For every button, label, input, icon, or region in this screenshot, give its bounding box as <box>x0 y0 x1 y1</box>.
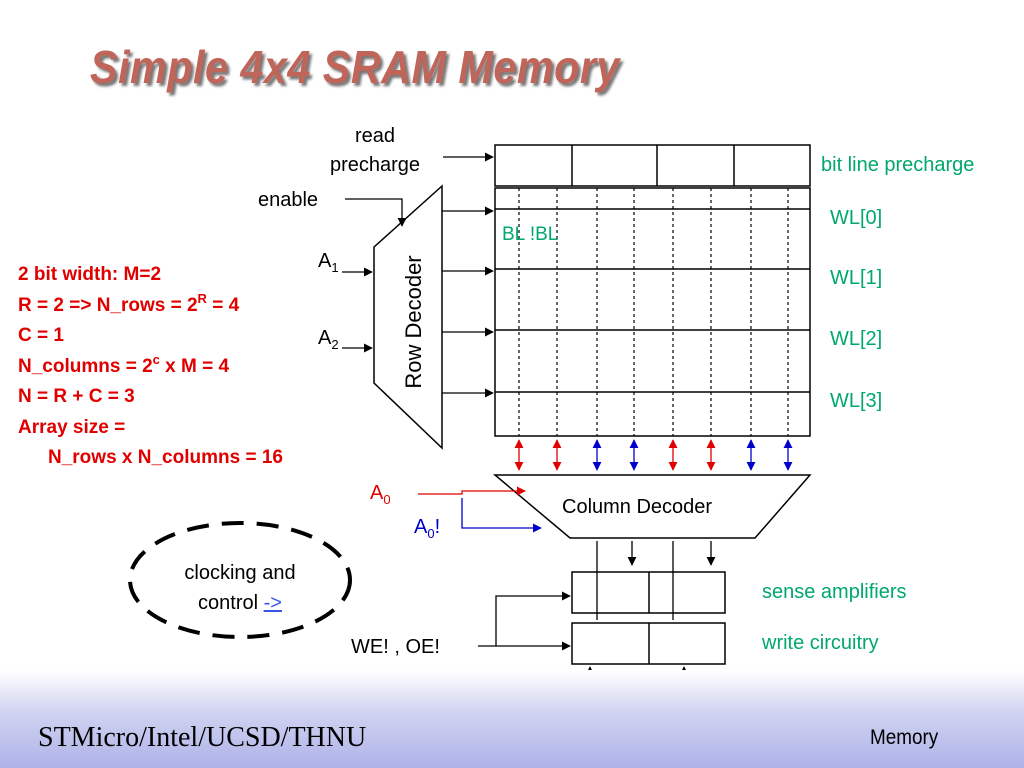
wl2-label: WL[2] <box>830 328 883 350</box>
clocking-text: control <box>198 592 264 614</box>
a0n-subscript: 0 <box>427 526 435 541</box>
clocking-control-link[interactable]: -> <box>263 592 282 614</box>
wl1-label: WL[1] <box>830 267 883 289</box>
a2-label: A2 <box>318 327 339 351</box>
row-decoder-box <box>373 184 443 450</box>
write-circuitry-block <box>571 622 726 665</box>
a0-subscript: 0 <box>383 492 391 507</box>
param-line-3: C = 1 <box>18 325 64 346</box>
param-line-7: N_rows x N_columns = 16 <box>48 447 283 468</box>
we-oe-arrows <box>478 591 571 651</box>
param-line-4-post: x M = 4 <box>159 355 230 377</box>
footer-band <box>0 670 1024 768</box>
slide-title: Simple 4x4 SRAM Memory <box>90 41 620 93</box>
enable-arrow <box>345 198 407 227</box>
bitline-arrows <box>514 439 793 471</box>
read-precharge-label: read precharge <box>316 122 434 180</box>
param-line-4-pre: N_columns = 2 <box>18 355 153 377</box>
bit-line-precharge-label: bit line precharge <box>821 154 975 176</box>
param-line-2-pre: R = 2 => N_rows = 2 <box>18 294 198 316</box>
param-line-4-sup: c <box>152 351 160 367</box>
param-line-4: N_columns = 2c x M = 4 <box>18 352 283 383</box>
clocking-line1: clocking and <box>184 562 296 584</box>
param-line-5: N = R + C = 3 <box>18 386 135 407</box>
footer-right-text: Memory <box>870 726 939 749</box>
clocking-line2: control -> <box>160 588 320 618</box>
write-circuitry-label: write circuitry <box>762 632 879 654</box>
we-oe-label: WE! , OE! <box>351 636 440 658</box>
precharge-block <box>494 144 811 187</box>
a1-subscript: 1 <box>331 260 339 275</box>
a1-label: A1 <box>318 250 339 274</box>
parameters-block: 2 bit width: M=2 R = 2 => N_rows = 2R = … <box>18 260 283 474</box>
a0n-arrow <box>461 498 542 533</box>
enable-label: enable <box>258 189 319 211</box>
param-line-2: R = 2 => N_rows = 2R = 4 <box>18 291 283 322</box>
sense-amplifiers-label: sense amplifiers <box>762 581 907 603</box>
a0-text: A <box>370 482 384 504</box>
param-line-2-post: = 4 <box>206 294 240 316</box>
a0n-suffix: ! <box>434 516 441 538</box>
wl0-label: WL[0] <box>830 207 883 229</box>
word-line-arrows <box>442 206 494 398</box>
footer-left-text: STMicro/Intel/UCSD/THNU <box>38 722 367 753</box>
a0n-text: A <box>414 516 428 538</box>
a0n-label: A0! <box>414 516 441 540</box>
row-decoder-label: Row Decoder <box>401 255 426 389</box>
param-line-1: 2 bit width: M=2 <box>18 264 162 285</box>
memory-array <box>494 187 811 437</box>
a0-label: A0 <box>370 482 391 506</box>
column-decoder-box <box>492 474 812 539</box>
clocking-label: clocking and control -> <box>160 558 320 618</box>
param-line-6: Array size = <box>18 416 126 438</box>
wl3-label: WL[3] <box>830 390 883 412</box>
read-precharge-line1: read <box>354 125 396 147</box>
a2-subscript: 2 <box>331 337 339 352</box>
read-precharge-line2: precharge <box>329 154 421 176</box>
a2-text: A <box>318 327 332 349</box>
column-decoder-label: Column Decoder <box>562 496 713 518</box>
clocking-ellipse <box>128 521 352 639</box>
column-decoder-outputs <box>596 541 716 620</box>
param-line-2-sup: R <box>197 290 207 306</box>
a1-text: A <box>318 250 332 272</box>
bl-label: BL !BL <box>502 224 559 245</box>
a0-arrow <box>418 486 526 496</box>
sense-amplifier-block <box>571 571 726 614</box>
